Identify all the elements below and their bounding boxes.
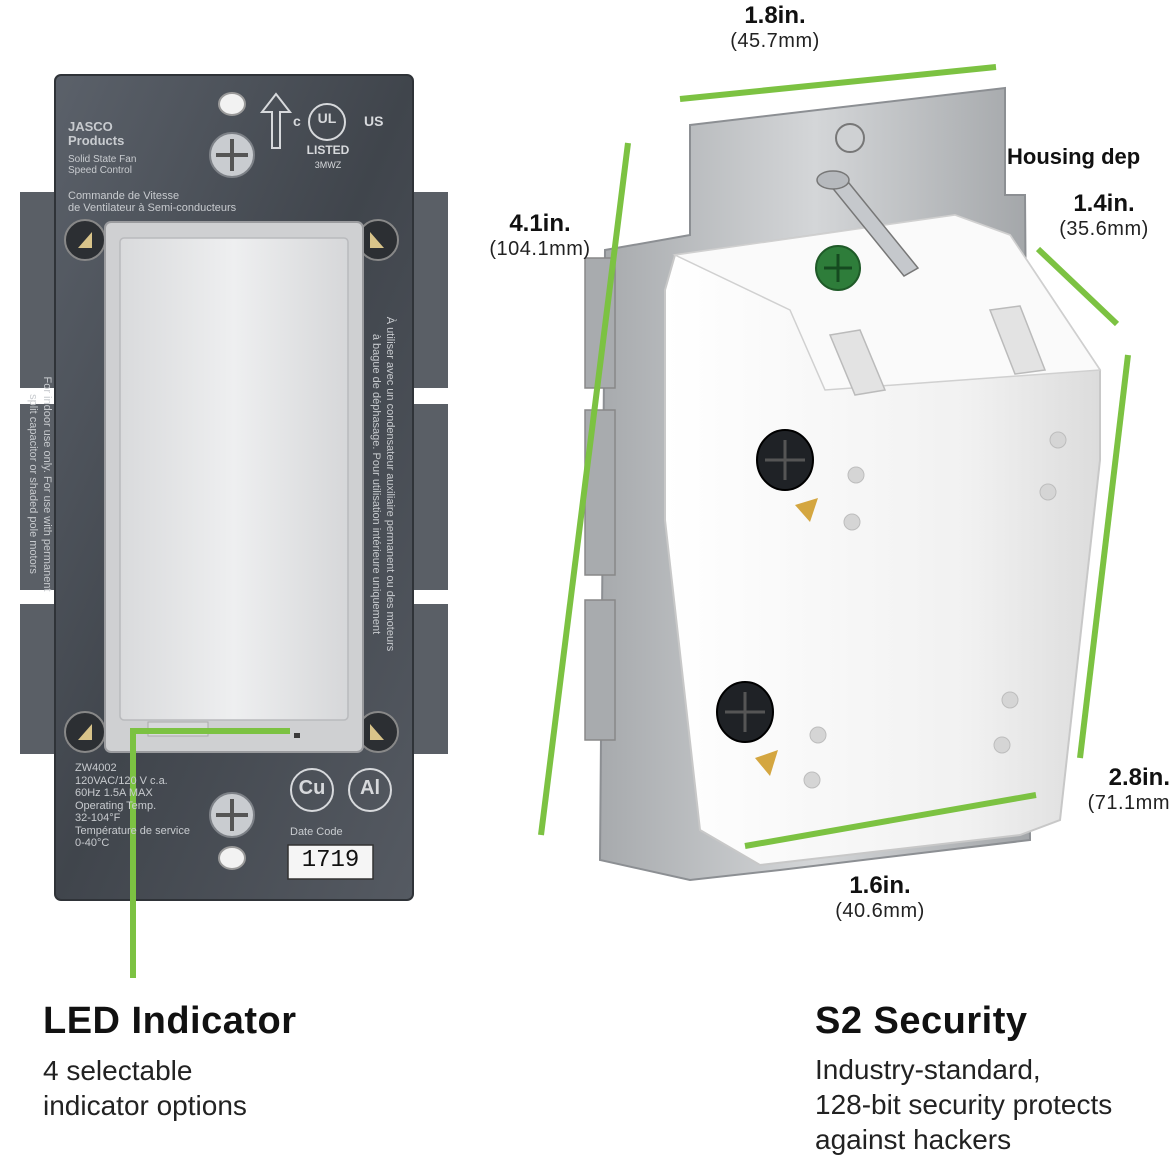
led-callout-line bbox=[130, 728, 290, 978]
housing-mount-hole bbox=[835, 123, 865, 153]
spec-line: ZW4002 bbox=[75, 762, 117, 774]
strap-ear-left-mid bbox=[20, 404, 60, 590]
strap-tab bbox=[584, 599, 616, 741]
led-feature-description: 4 selectable indicator options bbox=[43, 1055, 247, 1121]
side-text-left: For indoor use only. For use with perman… bbox=[26, 284, 54, 684]
dim-housing-height: 2.8in. (71.1mm bbox=[1078, 764, 1170, 815]
product-name-line: Speed Control bbox=[68, 165, 132, 176]
dim-width-top: 1.8in. (45.7mm) bbox=[700, 2, 850, 53]
side-text-line: À utiliser avec un condensateur auxiliai… bbox=[384, 316, 396, 652]
spec-line: 0-40°C bbox=[75, 837, 110, 849]
spec-line: Température de service bbox=[75, 824, 190, 837]
ul-us-text: US bbox=[364, 113, 384, 129]
housing-depth-dimension-line bbox=[1035, 246, 1120, 327]
ul-listed-icon bbox=[308, 103, 346, 141]
screw-slot-icon bbox=[824, 254, 852, 282]
al-cert-icon bbox=[348, 768, 392, 812]
strap-tab bbox=[584, 409, 616, 576]
housing-depth-label: Housing dep bbox=[1007, 144, 1141, 169]
led-feature-title: LED Indicator bbox=[43, 1000, 297, 1042]
date-code-box bbox=[287, 844, 374, 880]
front-switch bbox=[20, 74, 448, 901]
rocker-paddle bbox=[119, 237, 349, 721]
terminal-screw-icon bbox=[716, 681, 778, 776]
spec-line: 32-104°F bbox=[75, 812, 121, 824]
strap-ear-right-bottom bbox=[408, 604, 448, 754]
screw-slot-icon bbox=[216, 139, 248, 171]
brand-block: JASCO Products bbox=[68, 120, 124, 148]
housing-slot bbox=[828, 329, 887, 396]
housing-slot bbox=[988, 305, 1047, 375]
dim-imperial: 4.1in. bbox=[509, 210, 571, 237]
strap-ear-right-mid bbox=[408, 404, 448, 590]
terminal-screw-icon bbox=[756, 429, 818, 522]
dim-imperial: 2.8in. bbox=[1108, 764, 1170, 791]
dim-imperial: 1.6in. bbox=[849, 872, 911, 899]
cu-cert-text: Cu bbox=[298, 777, 326, 799]
dim-housing-depth: 1.4in. (35.6mm) bbox=[1040, 190, 1168, 241]
side-text-line: split capacitor or shaded pole motors bbox=[27, 394, 39, 574]
date-code-value: 1719 bbox=[301, 847, 360, 874]
housing-vent-hole bbox=[803, 431, 1067, 789]
strap-ear-right-top bbox=[408, 192, 448, 388]
product-name-fr-line: Commande de Vitesse bbox=[68, 190, 180, 202]
security-feature-description: Industry-standard, 128-bit security prot… bbox=[815, 1054, 1113, 1155]
side-text-right: À utiliser avec un condensateur auxiliai… bbox=[369, 244, 397, 724]
product-name-fr-block: Commande de Vitesse de Ventilateur à Sem… bbox=[68, 190, 236, 214]
dim-metric: (35.6mm) bbox=[1059, 217, 1149, 240]
dim-metric: (40.6mm) bbox=[835, 899, 925, 922]
security-feature-title: S2 Security bbox=[815, 1000, 1028, 1042]
mounting-hole-bottom bbox=[218, 846, 246, 870]
brand-name: JASCO bbox=[68, 119, 113, 134]
side-text-line: à bague de déphasage. Pour utilisation i… bbox=[370, 333, 382, 635]
spec-line: 120VAC/120 V c.a. bbox=[75, 774, 168, 787]
housing-view bbox=[584, 86, 1102, 882]
product-name-fr-line: de Ventilateur à Semi-conducteurs bbox=[68, 202, 237, 214]
long-screw-head bbox=[816, 170, 850, 190]
housing-top-face bbox=[672, 214, 1102, 391]
mounting-hole-top bbox=[218, 92, 246, 116]
dimension-lines bbox=[130, 64, 1131, 978]
product-name-block: Solid State Fan Speed Control bbox=[68, 154, 136, 176]
ul-listed-text: LISTED bbox=[306, 143, 350, 157]
height-dimension-line bbox=[538, 142, 631, 836]
housing-height-dimension-line bbox=[1077, 354, 1131, 759]
spec-line: 60Hz 1.5A MAX bbox=[75, 787, 153, 799]
dim-metric: (71.1mm bbox=[1087, 791, 1170, 814]
dim-metric: (104.1mm) bbox=[489, 237, 591, 260]
dim-metric: (45.7mm) bbox=[730, 29, 820, 52]
strap-ear-left-bottom bbox=[20, 604, 60, 754]
corner-screw-icon bbox=[357, 219, 399, 261]
width-dimension-line bbox=[679, 64, 997, 102]
brand-subname: Products bbox=[68, 133, 125, 148]
cu-cert-icon bbox=[290, 768, 334, 812]
dim-imperial: 1.8in. bbox=[744, 2, 806, 29]
led-indicator bbox=[294, 733, 300, 738]
strap-ear-left-top bbox=[20, 192, 60, 388]
spec-line: Operating Temp. bbox=[75, 799, 157, 812]
dim-housing-width: 1.6in. (40.6mm) bbox=[810, 872, 950, 923]
corner-screw-icon bbox=[64, 711, 106, 753]
up-arrow-icon bbox=[259, 92, 293, 149]
ul-code-text: 3MWZ bbox=[314, 160, 342, 170]
housing-width-dimension-line bbox=[744, 792, 1037, 849]
corner-screw-icon bbox=[64, 219, 106, 261]
product-name-line: Solid State Fan bbox=[68, 154, 137, 165]
al-cert-text: Al bbox=[360, 777, 380, 799]
dim-imperial: 1.4in. bbox=[1073, 190, 1135, 217]
screw-slot-icon bbox=[216, 799, 248, 831]
ul-c-text: c bbox=[293, 113, 301, 129]
dim-height-left: 4.1in. (104.1mm) bbox=[470, 210, 610, 261]
date-code-label: Date Code bbox=[290, 826, 343, 838]
ul-mark-text: UL bbox=[317, 110, 337, 126]
side-text-line: For indoor use only. For use with perman… bbox=[41, 376, 53, 592]
